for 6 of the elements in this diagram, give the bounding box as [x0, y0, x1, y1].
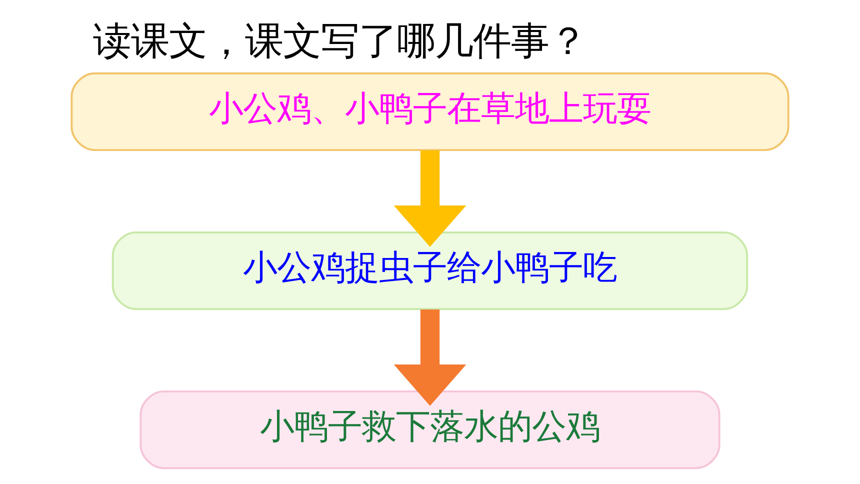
arrow — [394, 309, 466, 406]
arrow — [394, 150, 466, 247]
node-box: 小公鸡捉虫子给小鸭子吃 — [112, 231, 748, 310]
diagram-title: 读课文，课文写了哪几件事？ — [92, 19, 587, 64]
node-box: 小鸭子救下落水的公鸡 — [140, 390, 720, 470]
node-box: 小公鸡、小鸭子在草地上玩耍 — [70, 72, 790, 151]
